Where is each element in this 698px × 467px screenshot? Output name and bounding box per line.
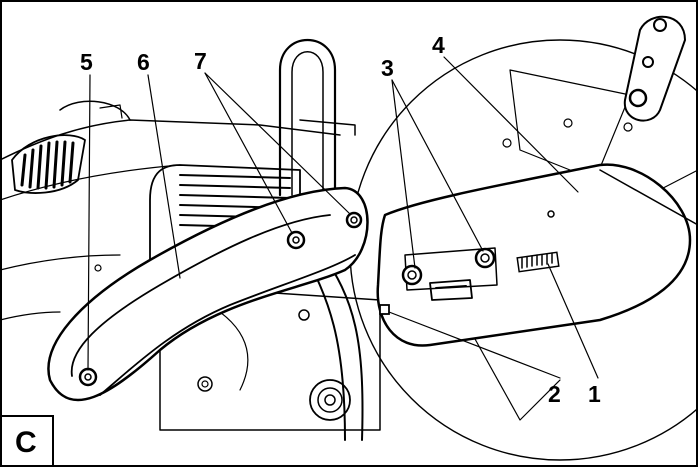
guard-adjust-handle	[623, 15, 686, 122]
callout-4: 4	[432, 32, 445, 58]
adjust-screw	[379, 304, 390, 315]
callout-6: 6	[137, 49, 150, 75]
bolt-3a	[401, 264, 423, 286]
support-arm	[47, 186, 369, 402]
callout-1: 1	[588, 381, 601, 407]
bolt-3b	[474, 247, 496, 269]
cutting-arm	[376, 163, 698, 347]
callout-2: 2	[548, 381, 561, 407]
callout-3: 3	[381, 55, 394, 81]
front-handle	[278, 38, 356, 202]
bolt-7b	[345, 211, 363, 229]
panel-label: C	[0, 415, 54, 467]
callout-5: 5	[80, 49, 93, 75]
callout-labels: 5 6 7 3 4 2 1	[80, 32, 601, 407]
bolt-7a	[286, 230, 306, 250]
bolt-5	[78, 367, 98, 387]
leader-lines	[87, 56, 599, 379]
panel-letter: C	[15, 426, 37, 459]
callout-7: 7	[194, 48, 207, 74]
